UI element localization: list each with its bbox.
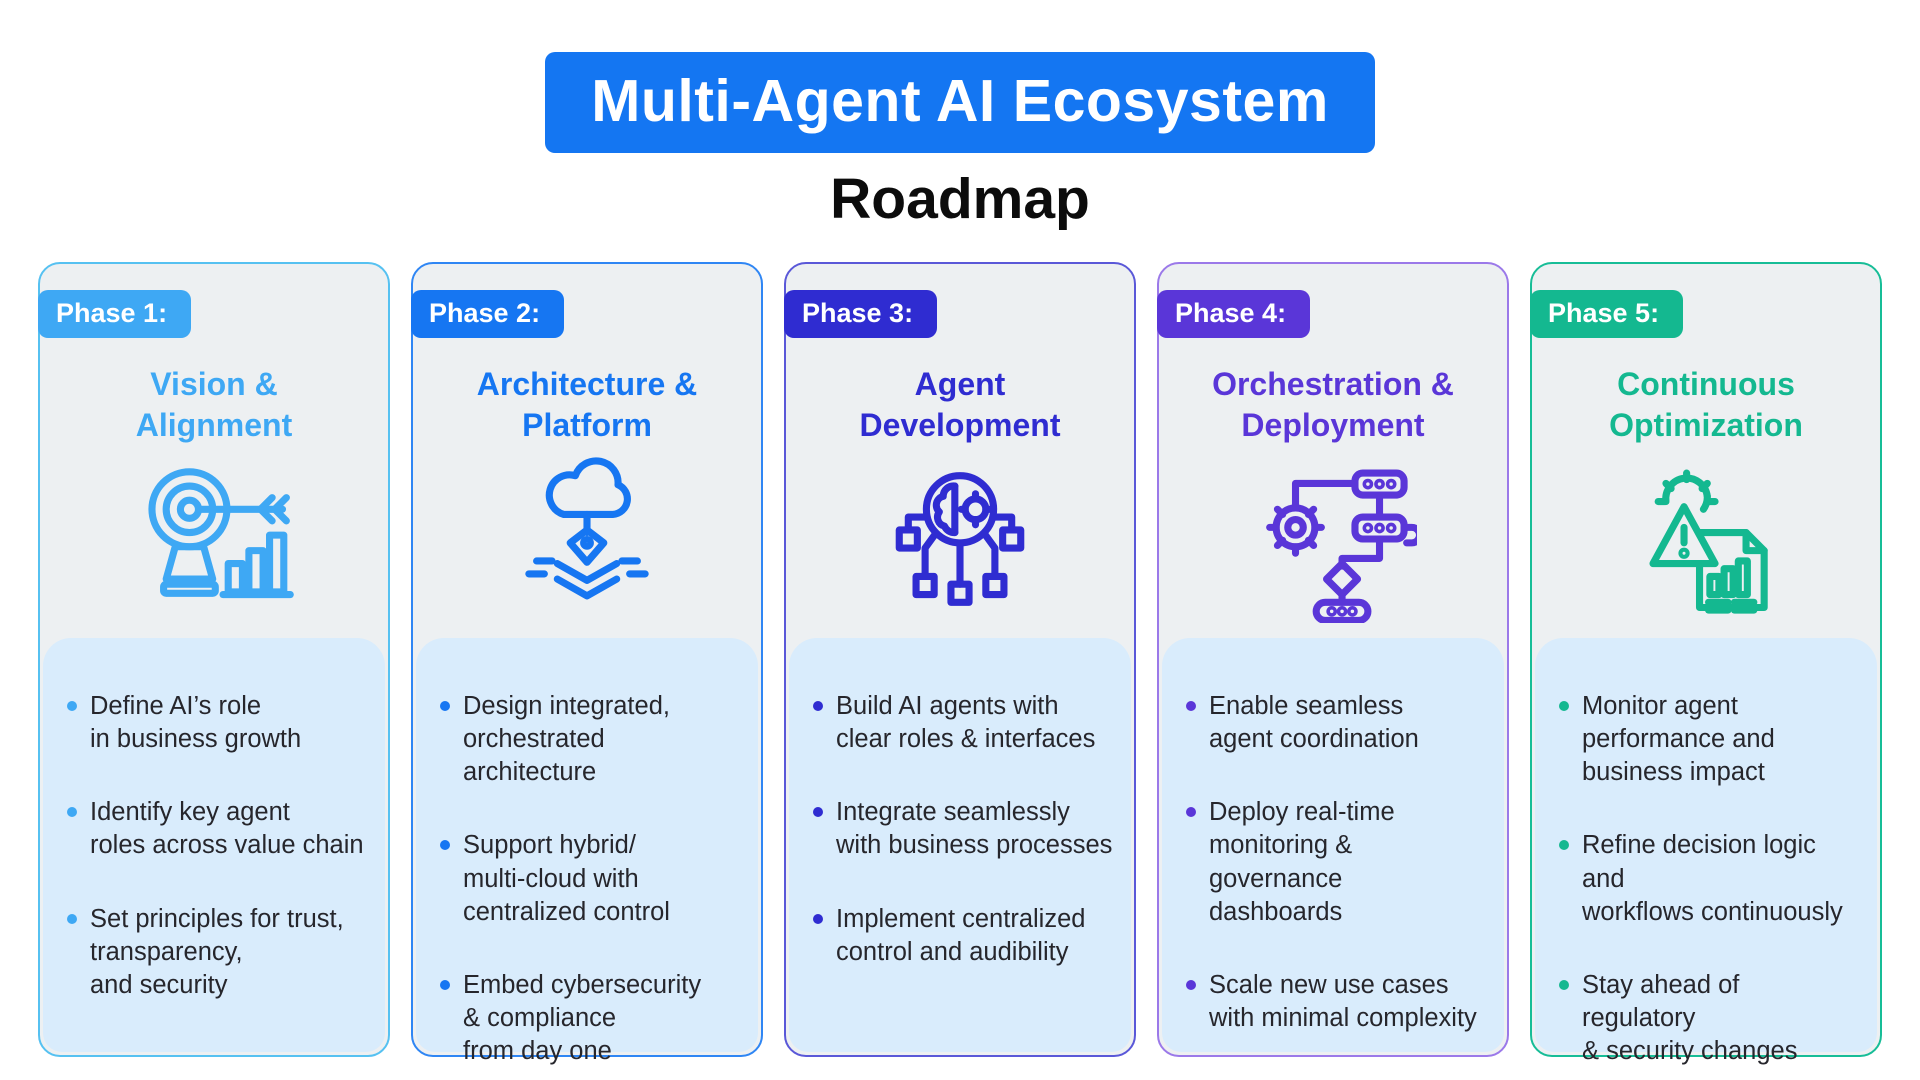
phase-1-title: Vision & Alignment bbox=[135, 366, 293, 443]
cloud-architecture-icon bbox=[525, 457, 649, 600]
bullet-dot-icon bbox=[67, 913, 77, 924]
bullet-dot-icon bbox=[813, 701, 823, 711]
phase-3-title: Agent Development bbox=[859, 366, 1061, 443]
phase-4-card: Phase 4: Orchestration & Deployment bbox=[1157, 262, 1509, 1057]
bullet-dot-icon bbox=[1559, 701, 1569, 711]
gear-warning-report-icon bbox=[1649, 469, 1768, 614]
phase-1-icon-wrap bbox=[40, 450, 388, 628]
bullet-dot-icon bbox=[67, 807, 77, 818]
bullet-item: Set principles for trust, transparency, … bbox=[67, 903, 367, 1002]
bullet-text: Support hybrid/ multi-cloud with central… bbox=[463, 831, 670, 926]
phase-4-badge: Phase 4: bbox=[1157, 290, 1311, 338]
bullet-dot-icon bbox=[813, 807, 823, 818]
phase-2-icon-wrap bbox=[413, 450, 761, 628]
bullet-dot-icon bbox=[440, 840, 450, 851]
bullet-item: Support hybrid/ multi-cloud with central… bbox=[440, 829, 740, 928]
phase-4-icon-wrap bbox=[1159, 450, 1507, 628]
phase-2-bullet-panel: Design integrated, orchestrated architec… bbox=[416, 638, 758, 1065]
phase-5-icon-wrap bbox=[1532, 450, 1880, 628]
phase-2-card: Phase 2: Architecture & Platform Design … bbox=[411, 262, 763, 1065]
bullet-item: Design integrated, orchestrated architec… bbox=[440, 690, 740, 789]
bullet-dot-icon bbox=[1186, 807, 1196, 818]
phase-4-bullet-panel: Enable seamless agent coordination Deplo… bbox=[1162, 638, 1504, 1052]
bullet-text: Stay ahead of regulatory & security chan… bbox=[1582, 970, 1798, 1066]
phase-5-title: Continuous Optimization bbox=[1609, 366, 1803, 443]
bullet-text: Refine decision logic and workflows cont… bbox=[1582, 831, 1843, 926]
header: Multi-Agent AI Ecosystem Roadmap bbox=[0, 0, 1920, 228]
bullet-item: Stay ahead of regulatory & security chan… bbox=[1559, 969, 1859, 1068]
bullet-item: Build AI agents with clear roles & inter… bbox=[813, 690, 1113, 756]
bullet-item: Monitor agent performance and business i… bbox=[1559, 690, 1859, 789]
phase-3-badge: Phase 3: bbox=[784, 290, 938, 338]
bullet-text: Enable seamless agent coordination bbox=[1209, 692, 1419, 754]
bullet-item: Identify key agent roles across value ch… bbox=[67, 796, 367, 862]
phase-3-icon-wrap bbox=[786, 450, 1134, 628]
phase-1-badge: Phase 1: bbox=[38, 290, 192, 338]
bullet-item: Implement centralized control and audibi… bbox=[813, 903, 1113, 969]
phase-4-title: Orchestration & Deployment bbox=[1212, 366, 1454, 443]
phase-2-badge: Phase 2: bbox=[411, 290, 565, 338]
bullet-dot-icon bbox=[440, 979, 450, 990]
bullet-item: Scale new use cases with minimal complex… bbox=[1186, 969, 1486, 1035]
gear-flowchart-icon bbox=[1266, 469, 1417, 623]
page-title: Multi-Agent AI Ecosystem bbox=[545, 52, 1375, 153]
bullet-item: Embed cybersecurity & compliance from da… bbox=[440, 969, 740, 1068]
phase-1-bullet-panel: Define AI’s role in business growth Iden… bbox=[43, 638, 385, 1052]
bullet-text: Deploy real-time monitoring & governance… bbox=[1209, 798, 1395, 926]
bullet-dot-icon bbox=[440, 701, 450, 711]
phase-2-title: Architecture & Platform bbox=[476, 366, 698, 443]
phase-3-card: Phase 3: Agent Development bbox=[784, 262, 1136, 1057]
target-arrow-chart-icon bbox=[148, 468, 294, 599]
phase-3-bullet-panel: Build AI agents with clear roles & inter… bbox=[789, 638, 1131, 1052]
bullet-item: Deploy real-time monitoring & governance… bbox=[1186, 796, 1486, 929]
bullet-item: Refine decision logic and workflows cont… bbox=[1559, 829, 1859, 928]
agent-brain-network-icon bbox=[895, 472, 1025, 606]
bullet-text: Design integrated, orchestrated architec… bbox=[463, 692, 670, 787]
bullet-item: Enable seamless agent coordination bbox=[1186, 690, 1486, 756]
bullet-text: Integrate seamlessly with business proce… bbox=[836, 798, 1113, 860]
phase-5-bullet-panel: Monitor agent performance and business i… bbox=[1535, 638, 1877, 1065]
bullet-item: Define AI’s role in business growth bbox=[67, 690, 367, 756]
bullet-text: Monitor agent performance and business i… bbox=[1582, 692, 1775, 787]
page-subtitle: Roadmap bbox=[830, 167, 1090, 231]
bullet-dot-icon bbox=[1186, 979, 1196, 990]
bullet-text: Implement centralized control and audibi… bbox=[836, 904, 1086, 966]
phase-5-card: Phase 5: Continuous Optimization bbox=[1530, 262, 1882, 1065]
bullet-dot-icon bbox=[67, 701, 77, 711]
bullet-dot-icon bbox=[1559, 979, 1569, 990]
phase-cards-row: Phase 1: Vision & Alignment Define bbox=[38, 262, 1882, 1065]
phase-5-badge: Phase 5: bbox=[1530, 290, 1684, 338]
bullet-text: Define AI’s role in business growth bbox=[90, 692, 302, 754]
bullet-text: Embed cybersecurity & compliance from da… bbox=[463, 970, 702, 1066]
bullet-text: Build AI agents with clear roles & inter… bbox=[836, 692, 1096, 754]
bullet-text: Set principles for trust, transparency, … bbox=[90, 904, 344, 999]
phase-1-card: Phase 1: Vision & Alignment Define bbox=[38, 262, 390, 1057]
bullet-dot-icon bbox=[1186, 701, 1196, 711]
bullet-item: Integrate seamlessly with business proce… bbox=[813, 796, 1113, 862]
bullet-dot-icon bbox=[813, 913, 823, 924]
bullet-text: Identify key agent roles across value ch… bbox=[90, 798, 364, 860]
bullet-dot-icon bbox=[1559, 840, 1569, 851]
bullet-text: Scale new use cases with minimal complex… bbox=[1209, 970, 1477, 1032]
